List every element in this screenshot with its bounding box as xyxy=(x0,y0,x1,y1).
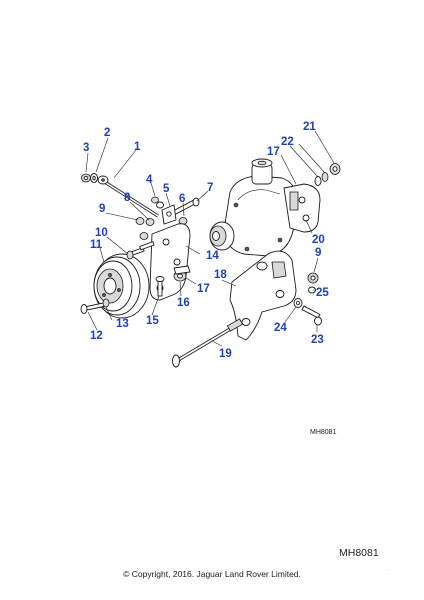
nut-3 xyxy=(81,173,91,183)
bolt-23 xyxy=(301,305,322,326)
bolt-6 xyxy=(169,197,200,225)
adjuster-rod xyxy=(97,175,159,218)
diagram-reference-small: MH8081 xyxy=(310,429,337,436)
nut-21 xyxy=(329,163,341,175)
callout-labels: 1 2 3 4 5 6 7 8 9 10 11 12 13 14 15 16 1… xyxy=(83,121,329,360)
callout-9-right: 9 xyxy=(315,247,321,259)
callout-21: 21 xyxy=(303,121,316,133)
washer-2 xyxy=(90,173,98,183)
diagram-reference-large: MH8081 xyxy=(339,547,379,559)
callout-11: 11 xyxy=(90,239,103,251)
callout-4: 4 xyxy=(146,174,153,186)
callout-25: 25 xyxy=(316,287,329,299)
callout-16: 16 xyxy=(177,297,190,309)
callout-18: 18 xyxy=(214,269,227,281)
callout-19: 19 xyxy=(219,348,232,360)
washer-24 xyxy=(293,298,303,308)
rod-washers xyxy=(139,196,164,240)
callout-7: 7 xyxy=(207,182,213,194)
water-pump xyxy=(209,158,297,257)
callout-3: 3 xyxy=(83,142,89,154)
callout-12: 12 xyxy=(90,330,103,342)
nut-9-left xyxy=(135,217,145,225)
corner-mark: . xyxy=(387,566,389,572)
callout-15: 15 xyxy=(146,315,159,327)
callout-6: 6 xyxy=(179,193,185,205)
callout-23: 23 xyxy=(311,334,324,346)
nut-9-right xyxy=(307,272,319,284)
callout-10: 10 xyxy=(95,227,108,239)
callout-9: 9 xyxy=(99,203,105,215)
tensioner-16 xyxy=(173,265,191,282)
callout-2: 2 xyxy=(104,127,110,139)
callout-13: 13 xyxy=(116,318,129,330)
crank-pulley xyxy=(93,253,150,319)
callout-14: 14 xyxy=(206,250,219,262)
washers-22 xyxy=(314,172,329,186)
callout-17-lower: 17 xyxy=(197,283,210,295)
callout-24: 24 xyxy=(274,322,287,334)
bracket-20 xyxy=(283,183,321,233)
callout-5: 5 xyxy=(163,183,170,195)
callout-8: 8 xyxy=(124,192,131,204)
long-bolt-19 xyxy=(172,318,244,368)
leader-lines xyxy=(85,130,335,347)
callout-17-upper: 17 xyxy=(267,146,280,158)
bolt-12 xyxy=(80,302,105,314)
callout-20: 20 xyxy=(312,234,325,246)
washer-13 xyxy=(102,298,110,308)
callout-22: 22 xyxy=(281,136,294,148)
pulley-bolts xyxy=(126,241,155,260)
bracket-5 xyxy=(161,204,177,225)
bolt-15 xyxy=(155,276,165,297)
copyright-notice: © Copyright, 2016. Jaguar Land Rover Lim… xyxy=(123,569,301,579)
mounting-plate xyxy=(149,223,191,301)
callout-1: 1 xyxy=(134,141,141,153)
